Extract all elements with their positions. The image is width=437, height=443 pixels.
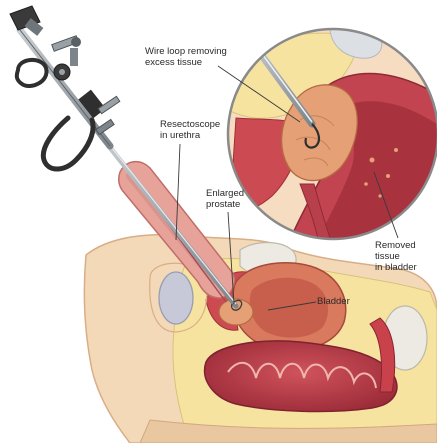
label-removed-tissue: Removed tissue in bladder bbox=[375, 240, 437, 273]
label-enlarged-prostate: Enlarged prostate bbox=[206, 188, 276, 210]
valve-knob-top bbox=[71, 37, 81, 47]
label-bladder: Bladder bbox=[317, 296, 377, 307]
testicle bbox=[159, 272, 193, 324]
tissue-chip-5 bbox=[378, 194, 381, 197]
working-element-hub bbox=[59, 69, 65, 75]
tissue-chip-3 bbox=[364, 182, 368, 186]
finger-grip bbox=[43, 118, 93, 169]
tissue-chip-4 bbox=[394, 148, 398, 152]
tissue-chip-1 bbox=[370, 158, 375, 163]
bladder-lumen bbox=[250, 278, 328, 338]
thumb-ring bbox=[17, 60, 47, 86]
tissue-chip-2 bbox=[386, 174, 390, 178]
label-wire-loop: Wire loop removing excess tissue bbox=[145, 46, 265, 68]
label-resectoscope: Resectoscope in urethra bbox=[160, 119, 250, 141]
valve-stem bbox=[70, 48, 78, 66]
